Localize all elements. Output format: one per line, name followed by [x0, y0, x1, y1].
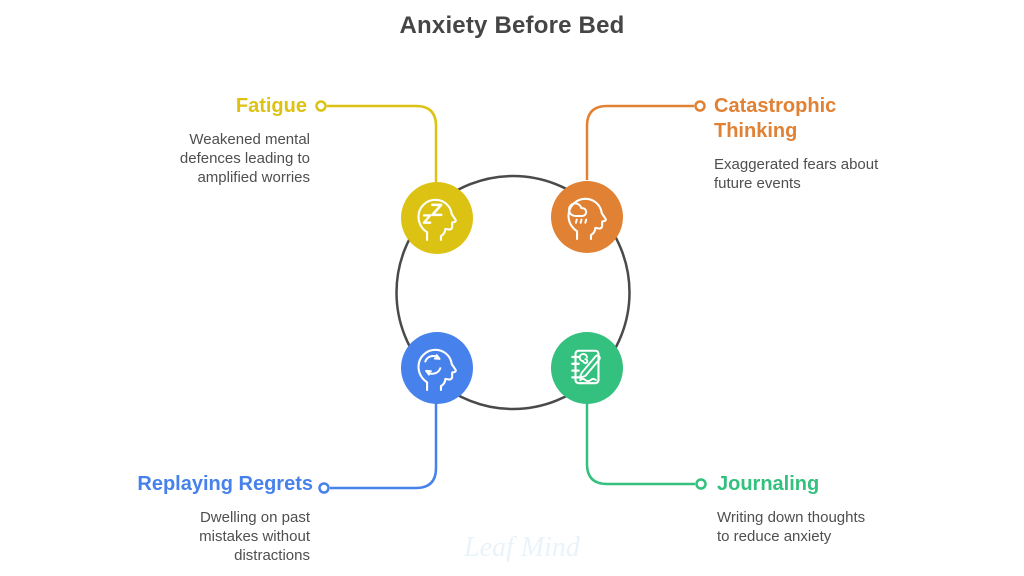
journaling-bubble	[551, 332, 623, 404]
connector-endpoint	[695, 478, 707, 490]
fatigue-description: Weakened mental defences leading to ampl…	[179, 131, 310, 186]
catastrophic-bubble	[551, 181, 623, 253]
fatigue-label: Fatigue	[235, 95, 307, 117]
journal-pen-icon	[571, 349, 601, 385]
connector-line	[327, 104, 438, 183]
journaling-label: Journaling	[717, 473, 820, 495]
connector-endpoint	[315, 100, 327, 112]
watermark: Leaf Mind	[464, 532, 580, 563]
catastrophic-description: Exaggerated fears about future events	[714, 156, 879, 192]
cycle-head-icon	[417, 348, 457, 391]
sleepy-head-icon	[417, 198, 457, 241]
replaying-description: Dwelling on past mistakes without distra…	[199, 509, 310, 564]
storm-cloud-head-icon	[567, 197, 607, 240]
replaying-bubble	[401, 332, 473, 404]
center-ring-circle	[395, 174, 631, 411]
connector-line	[585, 104, 694, 180]
journaling-description: Writing down thoughts to reduce anxiety	[717, 509, 866, 545]
replaying-label: Replaying Regrets	[137, 473, 313, 495]
catastrophic-label: Catastrophic Thinking	[714, 95, 837, 142]
connector-line	[585, 402, 695, 486]
connector-endpoint	[318, 482, 330, 494]
connector-endpoint	[694, 100, 706, 112]
page-title: Anxiety Before Bed	[399, 12, 625, 39]
connector-line	[330, 402, 438, 490]
fatigue-bubble	[401, 182, 473, 254]
